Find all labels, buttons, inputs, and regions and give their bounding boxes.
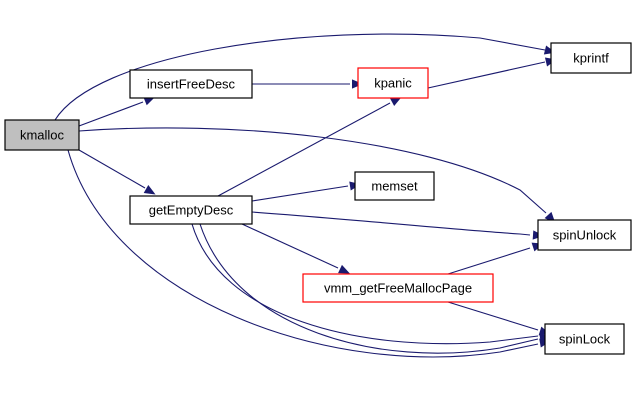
node-box-insertFreeDesc[interactable] <box>129 69 253 99</box>
edges-layer <box>54 33 547 358</box>
edge-kpanic-to-kprintf <box>427 61 546 89</box>
node-label-spinUnlock: spinUnlock <box>553 227 617 242</box>
node-label-kpanic: kpanic <box>374 75 412 90</box>
edge-getEmptyDesc-to-vmm_getFreeMallocPage <box>241 223 339 269</box>
arrowhead-e11 <box>338 264 350 274</box>
edge-vmm_getFreeMallocPage-to-spinLock <box>447 301 539 331</box>
node-spinLock[interactable]: spinLock <box>544 323 625 355</box>
edge-kmalloc-to-spinLock <box>67 149 539 358</box>
node-box-vmm_getFreeMallocPage[interactable] <box>302 273 494 303</box>
node-box-spinUnlock[interactable] <box>537 219 632 251</box>
edge-vmm_getFreeMallocPage-to-spinUnlock <box>447 247 531 275</box>
node-label-kprintf: kprintf <box>573 50 609 65</box>
edge-getEmptyDesc-to-kpanic <box>217 102 391 197</box>
edge-getEmptyDesc-to-memset <box>251 185 349 202</box>
node-label-insertFreeDesc: insertFreeDesc <box>147 76 236 91</box>
edge-getEmptyDesc-to-spinLock <box>191 223 539 345</box>
arrowhead-e2 <box>143 96 156 106</box>
arrowhead-e3 <box>143 185 156 195</box>
node-kpanic[interactable]: kpanic <box>357 67 429 99</box>
node-label-memset: memset <box>371 178 418 193</box>
nodes-layer: kmalloc insertFreeDesc kpanic kprintf getEmp… <box>4 42 632 355</box>
node-kmalloc[interactable]: kmalloc <box>4 119 80 151</box>
node-box-kprintf[interactable] <box>550 42 632 74</box>
edge-getEmptyDesc-to-spinLock <box>199 223 539 354</box>
node-label-vmm_getFreeMallocPage: vmm_getFreeMallocPage <box>324 280 472 295</box>
arrowhead-e8 <box>389 96 402 107</box>
edge-kmalloc-to-kprintf <box>54 33 546 121</box>
edge-kmalloc-to-insertFreeDesc <box>78 101 144 127</box>
edge-getEmptyDesc-to-spinUnlock <box>251 211 531 236</box>
node-label-getEmptyDesc: getEmptyDesc <box>149 202 234 217</box>
node-vmm_getFreeMallocPage[interactable]: vmm_getFreeMallocPage <box>302 273 494 303</box>
node-getEmptyDesc[interactable]: getEmptyDesc <box>129 195 253 225</box>
node-label-kmalloc: kmalloc <box>20 127 65 142</box>
node-box-kpanic[interactable] <box>357 67 429 99</box>
node-spinUnlock[interactable]: spinUnlock <box>537 219 632 251</box>
node-box-memset[interactable] <box>354 171 435 201</box>
node-box-spinLock[interactable] <box>544 323 625 355</box>
node-insertFreeDesc[interactable]: insertFreeDesc <box>129 69 253 99</box>
node-memset[interactable]: memset <box>354 171 435 201</box>
node-label-spinLock: spinLock <box>559 331 611 346</box>
edge-kmalloc-to-getEmptyDesc <box>78 149 146 189</box>
edge-kmalloc-to-spinUnlock <box>78 127 547 214</box>
node-box-getEmptyDesc[interactable] <box>129 195 253 225</box>
node-kprintf[interactable]: kprintf <box>550 42 632 74</box>
node-box-kmalloc[interactable] <box>4 119 80 151</box>
